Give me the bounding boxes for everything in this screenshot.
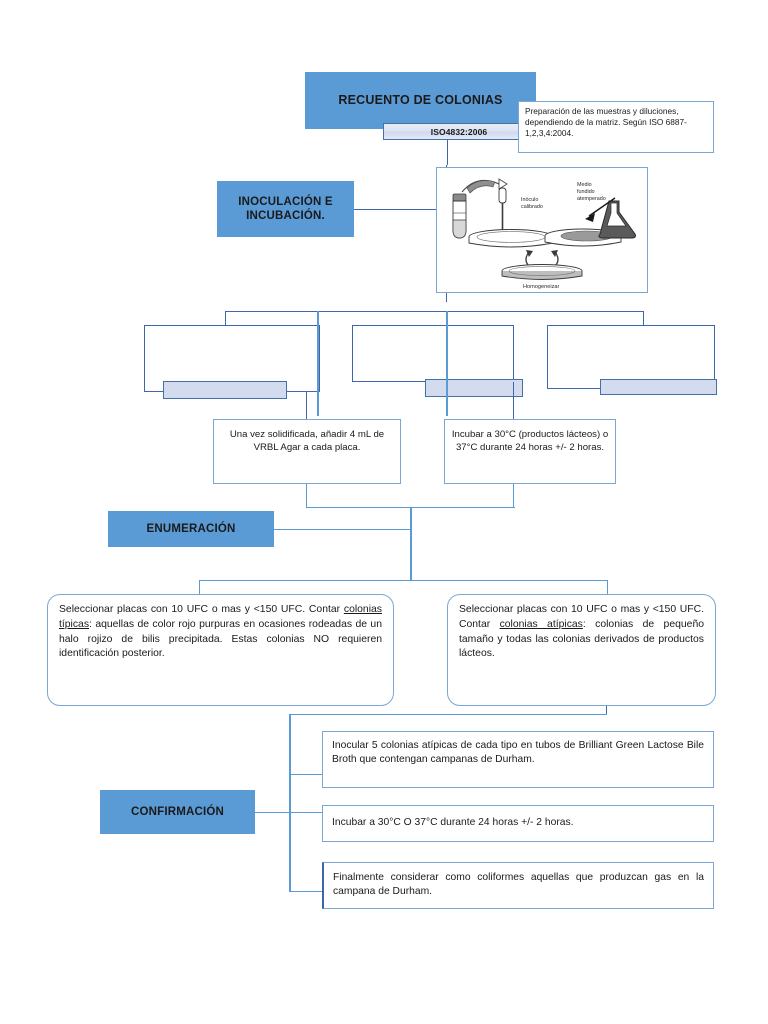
- process-shell-2[interactable]: [352, 325, 514, 382]
- rail-mid: [446, 311, 448, 416]
- svg-text:Medio: Medio: [577, 182, 592, 188]
- process-shell-1-bar: [163, 381, 287, 399]
- result-typical-box: Seleccionar placas con 10 UFC o mas y <1…: [47, 594, 394, 706]
- confirmation-step-3-text: Finalmente considerar como coliformes aq…: [333, 872, 704, 897]
- svg-text:fundido: fundido: [577, 189, 595, 195]
- result-atypical-emphasis: colonias atípicas: [499, 618, 583, 630]
- svg-text:atemperado: atemperado: [577, 196, 606, 202]
- title-banner: RECUENTO DE COLONIAS: [305, 72, 536, 129]
- connector-bus-drop-right: [643, 311, 645, 326]
- section-header-enumeration-label: ENUMERACIÓN: [146, 522, 236, 535]
- standard-badge-label: ISO4832:2006: [430, 126, 488, 137]
- result-atypical-box: Seleccionar placas con 10 UFC o mas y <1…: [447, 594, 716, 706]
- confirmation-step-1-box: Inocular 5 colonias atípicas de cada tip…: [322, 731, 714, 788]
- sample-preparation-text: Preparación de las muestras y diluciones…: [525, 106, 687, 138]
- connector-atypical-down: [606, 706, 608, 715]
- connector-confirmation-branch-1: [289, 774, 324, 776]
- process-shell-1[interactable]: [144, 325, 320, 392]
- confirmation-step-2-box: Incubar a 30°C O 37°C durante 24 horas +…: [322, 805, 714, 842]
- connector-split-left-drop: [199, 580, 201, 596]
- process-shell-2-bar: [425, 379, 523, 397]
- process-shell-3[interactable]: [547, 325, 715, 389]
- connector-bus-drop-left: [225, 311, 227, 326]
- connector-split-right-drop: [607, 580, 609, 596]
- connector-merge-left: [306, 484, 308, 508]
- svg-text:Inóculo: Inóculo: [521, 197, 538, 203]
- connector-confirmation-spine: [289, 714, 291, 892]
- step-incubate-box: Incubar a 30°C (productos lácteos) o 37°…: [444, 419, 616, 484]
- connector-shell1-to-solidify: [306, 392, 308, 419]
- section-header-inoculation-label: INOCULACIÓN E INCUBACIÓN.: [238, 195, 333, 222]
- connector-shell2-to-incubate: [513, 382, 515, 419]
- confirmation-step-2-text: Incubar a 30°C O 37°C durante 24 horas +…: [332, 817, 574, 828]
- result-atypical-tail: : colonias de pequeño tamaño y todas las…: [459, 618, 704, 660]
- result-atypical-lead: Seleccionar placas con 10 UFC o mas y <1…: [459, 604, 704, 630]
- connector-confirmation-banner: [255, 812, 290, 814]
- section-header-confirmation-label: CONFIRMACIÓN: [130, 805, 225, 818]
- lab-procedure-image: Inóculo calibrado Medio fundido atempera…: [436, 167, 648, 293]
- confirmation-step-3-box: Finalmente considerar como coliformes aq…: [322, 862, 714, 909]
- connector-badge-down: [447, 140, 449, 165]
- sample-preparation-note: Preparación de las muestras y diluciones…: [518, 101, 714, 153]
- connector-split-horizontal: [199, 580, 608, 582]
- connector-confirmation-branch-2: [289, 812, 324, 814]
- result-typical-tail: : aquellas de color rojo purpuras en oca…: [59, 618, 382, 660]
- result-typical-emphasis: colonias típicas: [59, 604, 382, 630]
- lab-procedure-svg: Inóculo calibrado Medio fundido atempera…: [452, 178, 636, 290]
- connector-confirmation-branch-3: [289, 891, 324, 893]
- section-header-inoculation: INOCULACIÓN E INCUBACIÓN.: [217, 181, 354, 237]
- svg-text:Homogeneizar: Homogeneizar: [523, 284, 560, 290]
- rail-left: [317, 311, 319, 416]
- step-solidify-text: Una vez solidificada, añadir 4 mL de VRB…: [229, 429, 385, 453]
- page-title: RECUENTO DE COLONIAS: [338, 92, 503, 107]
- step-incubate-text: Incubar a 30°C (productos lácteos) o 37°…: [451, 429, 609, 453]
- result-typical-lead: Seleccionar placas con 10 UFC o mas y <1…: [59, 604, 344, 615]
- step-solidify-box: Una vez solidificada, añadir 4 mL de VRB…: [213, 419, 401, 484]
- process-shell-3-bar: [600, 379, 717, 395]
- section-header-enumeration: ENUMERACIÓN: [108, 511, 274, 547]
- connector-confirmation-top: [289, 714, 607, 716]
- confirmation-step-1-text: Inocular 5 colonias atípicas de cada tip…: [332, 740, 704, 765]
- connector-inoculation-right: [354, 209, 447, 211]
- connector-merge-right: [513, 484, 515, 508]
- connector-enumeration-banner: [274, 529, 411, 531]
- section-header-confirmation: CONFIRMACIÓN: [100, 790, 255, 834]
- svg-text:calibrado: calibrado: [521, 204, 543, 210]
- connector-bus-horizontal: [225, 311, 644, 313]
- standard-badge: ISO4832:2006: [383, 123, 535, 140]
- connector-enumeration-spine: [410, 507, 412, 581]
